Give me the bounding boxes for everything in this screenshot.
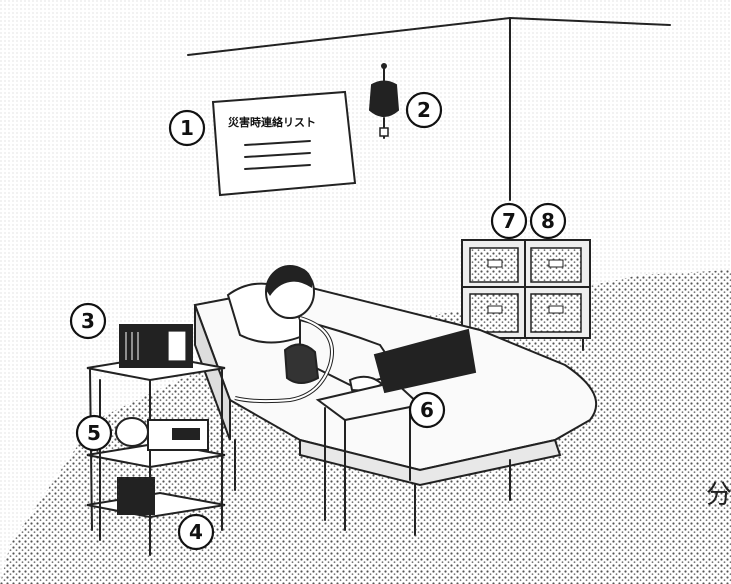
callout-number: 1 [180,116,194,140]
callout-number: 7 [502,209,516,233]
callout-number: 3 [81,309,95,333]
edge-text-fragment: 分 [706,480,731,510]
callout-1: 1 [170,111,204,145]
callout-number: 5 [87,421,101,445]
callout-number: 2 [417,98,431,122]
callout-8: 8 [531,204,565,238]
poster-title: 災害時連絡リスト [227,115,316,129]
callout-7: 7 [492,204,526,238]
callout-3: 3 [71,304,105,338]
suction-device-icon [116,418,148,446]
callout-number: 4 [189,520,203,544]
callout-6: 6 [410,393,444,427]
callout-4: 4 [179,515,213,549]
callout-number: 8 [541,209,555,233]
callout-2: 2 [407,93,441,127]
callout-number: 6 [420,398,434,422]
emergency-contact-poster: 災害時連絡リスト [213,92,355,195]
breathing-mask-icon [285,344,318,383]
callout-5: 5 [77,416,111,450]
external-battery-icon [118,478,154,514]
